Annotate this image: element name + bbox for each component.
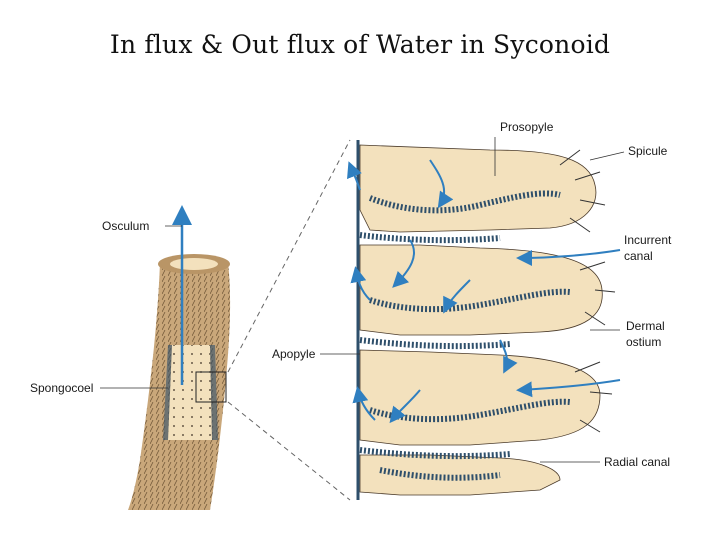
- label-radial-canal: Radial canal: [604, 455, 670, 469]
- label-dermal-ostium-line2: ostium: [626, 335, 661, 349]
- label-osculum: Osculum: [102, 219, 149, 233]
- label-dermal-ostium-line1: Dermal: [626, 319, 665, 333]
- label-spicule: Spicule: [628, 144, 668, 158]
- label-prosopyle: Prosopyle: [500, 120, 554, 134]
- magnified-wall-section: [358, 140, 615, 500]
- label-spongocoel: Spongocoel: [30, 381, 93, 395]
- label-incurrent-canal-line2: canal: [624, 249, 653, 263]
- sponge-body: [128, 254, 230, 510]
- label-incurrent-canal-line1: Incurrent: [624, 233, 672, 247]
- label-apopyle: Apopyle: [272, 347, 316, 361]
